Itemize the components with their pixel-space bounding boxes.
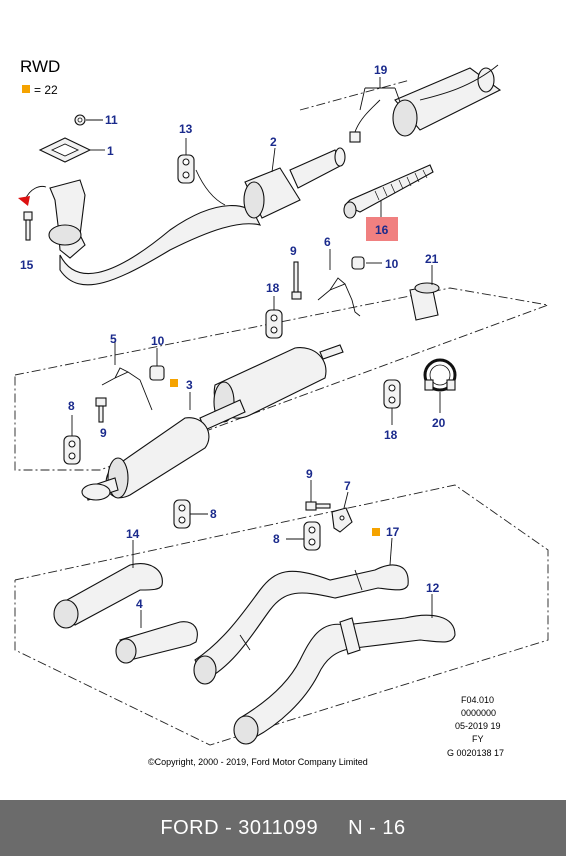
callout-9a: 9 [290, 244, 297, 258]
callout-12: 12 [426, 581, 440, 595]
part-4-tail-pipe-end[interactable] [115, 621, 198, 664]
part-8-hanger-lower[interactable] [303, 521, 321, 551]
part-front-downpipe[interactable] [18, 179, 262, 286]
part-19-particulate-filter[interactable] [349, 64, 502, 143]
ref-line-2: 0000000 [461, 708, 496, 718]
highlight-box [366, 217, 398, 241]
ref-line-4: FY [472, 734, 484, 744]
ref-line-5: G 0020138 17 [447, 748, 504, 758]
group-frame-rear [14, 484, 549, 746]
part-17-intermediate-pipe[interactable] [193, 564, 409, 685]
callout-15: 15 [20, 258, 34, 272]
part-17-marker-icon [372, 528, 380, 536]
callout-21: 21 [425, 252, 439, 266]
footer-bar: FORD - 3011099 N - 16 [0, 800, 566, 856]
part-5-bracket[interactable] [101, 367, 153, 411]
part-11-nut[interactable] [74, 114, 86, 126]
callout-4: 4 [136, 597, 143, 611]
part-20-clamp[interactable] [423, 358, 457, 392]
part-8-hanger-mid[interactable] [63, 435, 81, 465]
callout-7: 7 [344, 479, 351, 493]
part-9-bolt-upper[interactable] [291, 261, 302, 300]
ref-line-3: 05-2019 19 [455, 721, 501, 731]
part-12-rear-pipe[interactable] [233, 614, 456, 745]
callout-10a: 10 [385, 257, 399, 271]
callout-11: 11 [105, 113, 118, 127]
part-10-nut-mid[interactable] [149, 365, 165, 381]
callout-18a: 18 [266, 281, 280, 295]
callout-13: 13 [179, 122, 193, 136]
part-15-bolt[interactable] [23, 211, 33, 241]
callout-20: 20 [432, 416, 446, 430]
callout-2: 2 [270, 135, 277, 149]
part-13-hanger[interactable] [177, 154, 226, 206]
callout-18b: 18 [384, 428, 398, 442]
callout-1: 1 [107, 144, 114, 158]
part-9-bolt-mid[interactable] [95, 397, 107, 423]
part-21-sleeve[interactable] [409, 282, 440, 321]
part-3-marker-icon [170, 379, 178, 387]
group-frame-front [299, 79, 411, 111]
part-9-bolt-lower[interactable] [305, 501, 331, 511]
callout-5: 5 [110, 332, 117, 346]
legend-marker-icon [22, 85, 30, 93]
callout-8b: 8 [210, 507, 217, 521]
part-18-hanger-right[interactable] [383, 379, 401, 409]
callout-10b: 10 [151, 334, 165, 348]
callout-3: 3 [186, 378, 193, 392]
callout-9b: 9 [100, 426, 107, 440]
callout-8a: 8 [68, 399, 75, 413]
callout-8c: 8 [273, 532, 280, 546]
part-2-catalytic-converter[interactable] [243, 147, 346, 219]
copyright-text: ©Copyright, 2000 - 2019, Ford Motor Comp… [148, 757, 368, 767]
callout-19: 19 [374, 63, 388, 77]
part-1-gasket[interactable] [38, 137, 92, 163]
footer-position: N - 16 [348, 816, 406, 839]
part-3-muffler-assembly[interactable] [81, 344, 344, 501]
part-8-hanger-center[interactable] [173, 499, 191, 529]
part-7-bracket[interactable] [331, 507, 353, 533]
part-16-flexible-pipe[interactable] [343, 164, 434, 219]
group-frame-mid [14, 287, 550, 471]
footer-part-number: FORD - 3011099 [160, 816, 319, 839]
callout-6: 6 [324, 235, 331, 249]
callout-17: 17 [386, 525, 400, 539]
callout-16: 16 [375, 223, 389, 237]
part-6-bracket[interactable] [317, 277, 361, 317]
callout-14: 14 [126, 527, 140, 541]
legend-text: = 22 [34, 83, 58, 97]
part-10-nut-upper[interactable] [351, 256, 365, 270]
exhaust-system-diagram: RWD = 22 11 1 15 2 [14, 57, 550, 767]
part-14-tail-pipe[interactable] [53, 563, 163, 629]
title-rwd: RWD [20, 57, 60, 76]
part-18-hanger-upper[interactable] [265, 309, 283, 339]
ref-line-1: F04.010 [461, 695, 494, 705]
callout-9c: 9 [306, 467, 313, 481]
